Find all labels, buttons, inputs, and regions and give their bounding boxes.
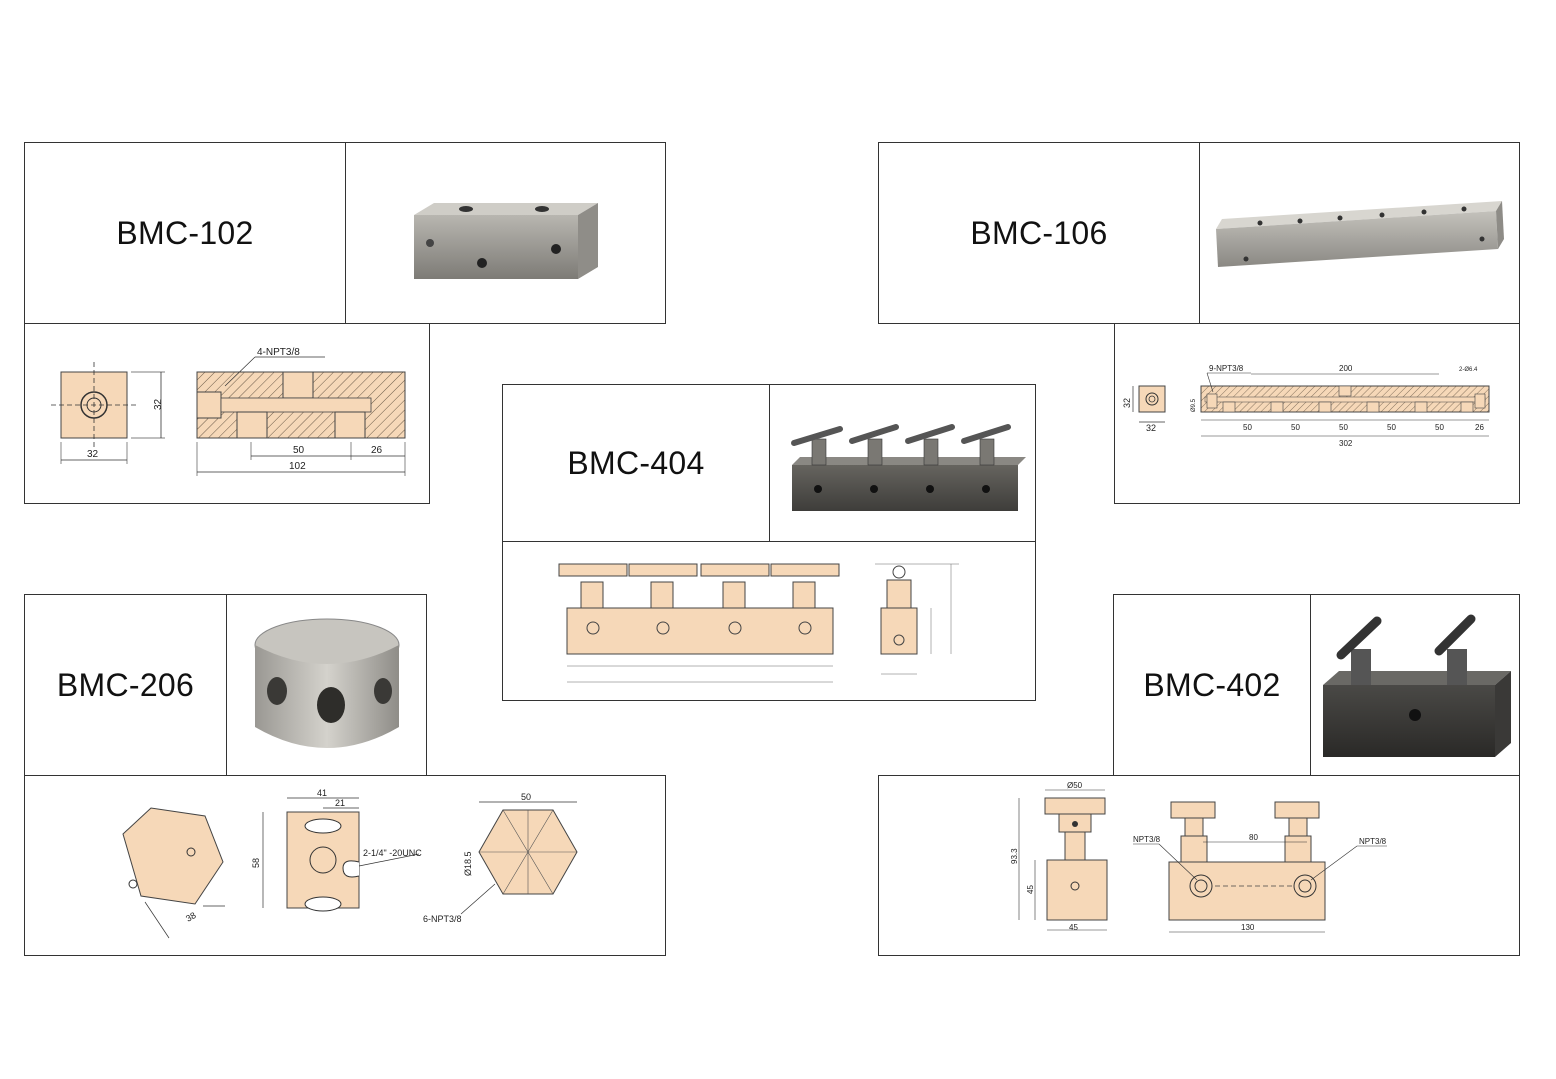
bmc-106-width-dim: 32 [1146,423,1156,433]
bmc-402-body-width-dim: 45 [1069,923,1078,932]
bmc-402-title-cell [1113,594,1311,776]
bmc-102-photo [414,203,598,279]
bmc-102-photo-cell [345,142,666,324]
bmc-106-model-label: BMC-106 [970,214,1108,251]
bmc-206-across-dim: 50 [521,792,531,802]
bmc-106-spacing-4: 50 [1387,423,1396,432]
bmc-206-port-callout: 6-NPT3/8 [423,914,462,924]
bmc-106-bore-dim: Ø9.5 [1191,398,1197,412]
bmc-206-height-dim: 58 [251,858,261,868]
bmc-106-spacing-3: 50 [1339,423,1348,432]
bmc-402-length-dim: 130 [1241,923,1255,932]
bmc-102-drawing-cell: 32 32 4-NPT3/8 50 26 102 [24,323,430,504]
bmc-402-handle-dim: Ø50 [1067,781,1083,790]
bmc-102-title-cell [24,142,346,324]
bmc-106-photo-cell [1199,142,1520,324]
bmc-404-drawing-cell [502,541,1036,701]
bmc-106-title-cell [878,142,1200,324]
bmc-106-spacing-1: 50 [1243,423,1252,432]
bmc-206-model-label: BMC-206 [56,666,195,703]
bmc-402-model-label: BMC-402 [1143,666,1281,703]
bmc-404-title-cell [502,384,770,542]
bmc-106-spacing-2: 50 [1291,423,1300,432]
bmc-206-half-dim: 21 [335,798,345,808]
bmc-206-title-cell [24,594,227,776]
bmc-102-width-dim: 32 [87,449,99,460]
bmc-102-end-dim: 26 [371,445,383,456]
bmc-106-drawing: 32 32 Ø9.5 9-NPT3/8 200 2-Ø6.4 50 50 50 … [1122,364,1490,448]
bmc-402-spacing-dim: 80 [1249,833,1258,842]
bmc-206-drawing: 38 41 21 58 2-1/4" -20UNC 50 Ø18.5 6-NPT… [122,788,578,939]
bmc-206-thread-callout: 2-1/4" -20UNC [363,848,422,858]
bmc-404-photo-cell [769,384,1036,542]
bmc-106-drawing-cell: 32 32 Ø9.5 9-NPT3/8 200 2-Ø6.4 50 50 50 … [1114,323,1520,504]
bmc-402-left-port-callout: NPT3/8 [1133,835,1161,844]
bmc-106-hole-callout: 2-Ø6.4 [1459,367,1478,373]
bmc-402-body-height-dim: 45 [1026,885,1035,894]
bmc-102-length-dim: 102 [289,461,306,472]
bmc-404-drawing [558,563,959,683]
bmc-402-right-port-callout: NPT3/8 [1359,837,1387,846]
bmc-402-photo-cell [1310,594,1520,776]
bmc-106-length-dim: 302 [1339,439,1353,448]
bmc-102-spacing-dim: 50 [293,445,305,456]
bmc-404-model-label: BMC-404 [567,444,705,481]
bmc-402-photo [1323,614,1511,757]
bmc-402-drawing: Ø50 93.3 45 45 80 NPT3/8 NPT3/8 130 [1010,781,1387,933]
bmc-206-bore-dim: Ø18.5 [463,851,473,876]
bmc-206-width-dim: 41 [317,788,327,798]
bmc-102-model-label: BMC-102 [116,214,254,251]
bmc-106-height-dim: 32 [1122,398,1132,408]
bmc-402-drawing-cell: Ø50 93.3 45 45 80 NPT3/8 NPT3/8 130 [878,775,1520,956]
bmc-106-span-dim: 200 [1339,364,1353,373]
bmc-102-port-callout: 4-NPT3/8 [257,347,300,358]
bmc-404-photo [791,424,1026,511]
bmc-206-photo [254,618,400,748]
bmc-206-flat-dim: 38 [184,910,198,924]
bmc-206-photo-cell [226,594,427,776]
bmc-402-total-height-dim: 93.3 [1010,848,1019,864]
bmc-106-spacing-6: 26 [1475,423,1484,432]
bmc-206-drawing-cell: 38 41 21 58 2-1/4" -20UNC 50 Ø18.5 6-NPT… [24,775,666,956]
bmc-102-drawing: 32 32 4-NPT3/8 50 26 102 [51,347,406,476]
bmc-106-spacing-5: 50 [1435,423,1444,432]
bmc-106-port-callout: 9-NPT3/8 [1209,364,1244,373]
bmc-106-photo [1216,201,1504,267]
bmc-102-height-dim: 32 [153,398,164,410]
